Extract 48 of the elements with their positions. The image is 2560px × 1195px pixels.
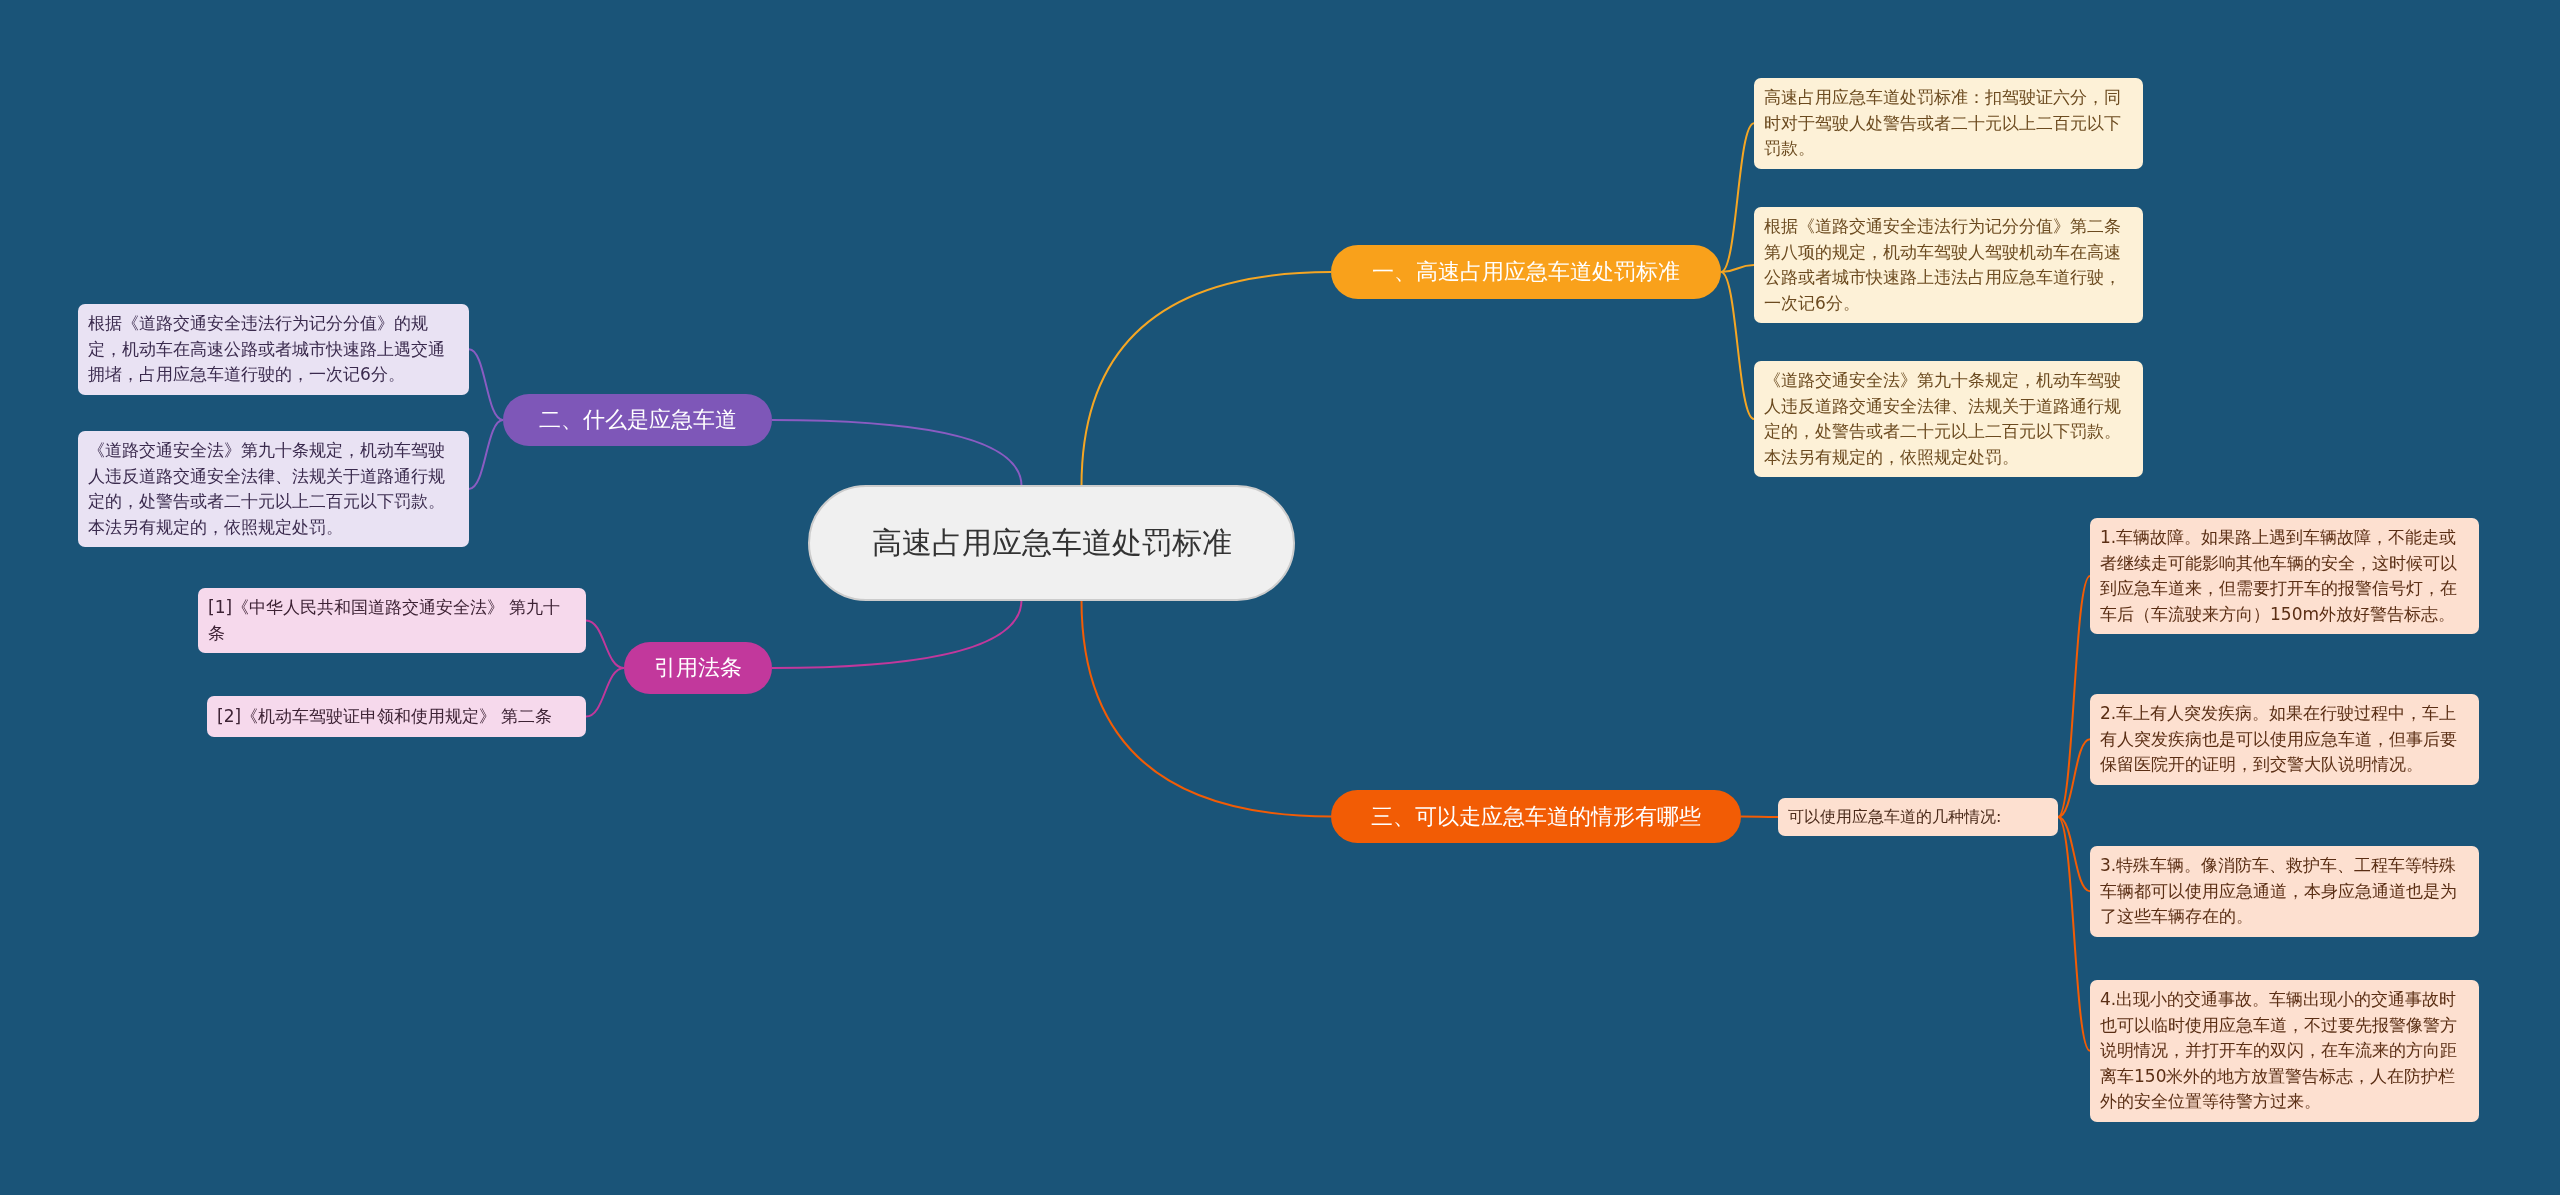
topic-label: 三、可以走应急车道的情形有哪些: [1371, 802, 1701, 831]
note-card: [2090, 518, 2479, 634]
topic-label: 高速占用应急车道处罚标准: [871, 524, 1232, 563]
connector-line: [2057, 816, 2091, 1052]
note-card: [198, 588, 586, 653]
connector-line: [1720, 264, 1755, 273]
connector-line: [1720, 122, 1755, 273]
connector-line: [1740, 815, 1779, 818]
connector-line: [468, 348, 504, 421]
connector-line: [1080, 271, 1332, 487]
note-text: 可以使用应急车道的几种情况:: [1788, 806, 2002, 828]
connector-line: [2057, 575, 2091, 818]
note-text: 1.车辆故障。如果路上遇到车辆故障，不能走或者继续走可能影响其他车辆的安全，这时候可以到应急车道来，但需要打开车的报警信号灯，在车后（车流驶来方向）150m外放好警告标志。: [2100, 526, 2458, 626]
note-card: [1754, 78, 2143, 169]
note-card: [1778, 798, 2058, 836]
connector-line: [2057, 738, 2091, 818]
note-card: [1754, 207, 2143, 323]
note-card: [2090, 980, 2479, 1122]
topic-label: 引用法条: [654, 654, 742, 682]
connector-line: [1080, 599, 1332, 818]
note-card: [1754, 361, 2143, 477]
note-text: 《道路交通安全法》第九十条规定，机动车驾驶人违反道路交通安全法律、法规关于道路通行规定的，处警告或者二十元以上二百元以下罚款。本法另有规定的，依照规定处罚。: [88, 439, 446, 539]
connector-line: [2057, 816, 2091, 893]
note-text: 2.车上有人突发疾病。如果在行驶过程中，车上有人突发疾病也是可以使用应急车道，但事后要保留医院开的证明，到交警大队说明情况。: [2100, 702, 2458, 776]
note-text: 《道路交通安全法》第九十条规定，机动车驾驶人违反道路交通安全法律、法规关于道路通行规定的，处警告或者二十元以上二百元以下罚款。本法另有规定的，依照规定处罚。: [1764, 369, 2122, 469]
topic-label: 一、高速占用应急车道处罚标准: [1372, 258, 1680, 286]
connector-line: [585, 667, 625, 718]
note-text: 根据《道路交通安全违法行为记分分值》的规定，机动车在高速公路或者城市快速路上遇交通拥堵，占用应急车道行驶的，一次记6分。: [88, 312, 446, 386]
connector-line: [771, 599, 1023, 669]
connector-line: [1720, 271, 1755, 420]
note-card: [78, 304, 469, 395]
branch-topic: [1331, 790, 1741, 843]
branch-topic: [624, 642, 772, 694]
note-text: 根据《道路交通安全违法行为记分分值》第二条第八项的规定，机动车驾驶人驾驶机动车在高速公路或者城市快速路上违法占用应急车道行驶，一次记6分。: [1764, 215, 2122, 315]
topic-label: 二、什么是应急车道: [538, 406, 737, 434]
note-text: 3.特殊车辆。像消防车、救护车、工程车等特殊车辆都可以使用应急通道，本身应急通道也是为了这些车辆存在的。: [2100, 854, 2458, 928]
note-text: 4.出现小的交通事故。车辆出现小的交通事故时也可以临时使用应急车道，不过要先报警像警方说明情况，并打开车的双闪，在车流来的方向距离车150米外的地方放置警告标志，人在防护栏外的安全位置等待警方过来。: [2100, 988, 2458, 1113]
note-text: [2]《机动车驾驶证申领和使用规定》 第二条: [217, 704, 553, 728]
connector-line: [771, 419, 1023, 487]
connector-line: [468, 419, 504, 490]
branch-topic: [503, 394, 772, 446]
branch-topic: [1331, 245, 1721, 299]
note-text: [1]《中华人民共和国道路交通安全法》 第九十条: [208, 596, 562, 645]
note-card: [78, 431, 469, 547]
note-card: [2090, 846, 2479, 937]
note-card: [207, 696, 586, 737]
note-card: [2090, 694, 2479, 785]
note-text: 高速占用应急车道处罚标准：扣驾驶证六分，同时对于驾驶人处警告或者二十元以上二百元以下罚款。: [1764, 86, 2122, 160]
